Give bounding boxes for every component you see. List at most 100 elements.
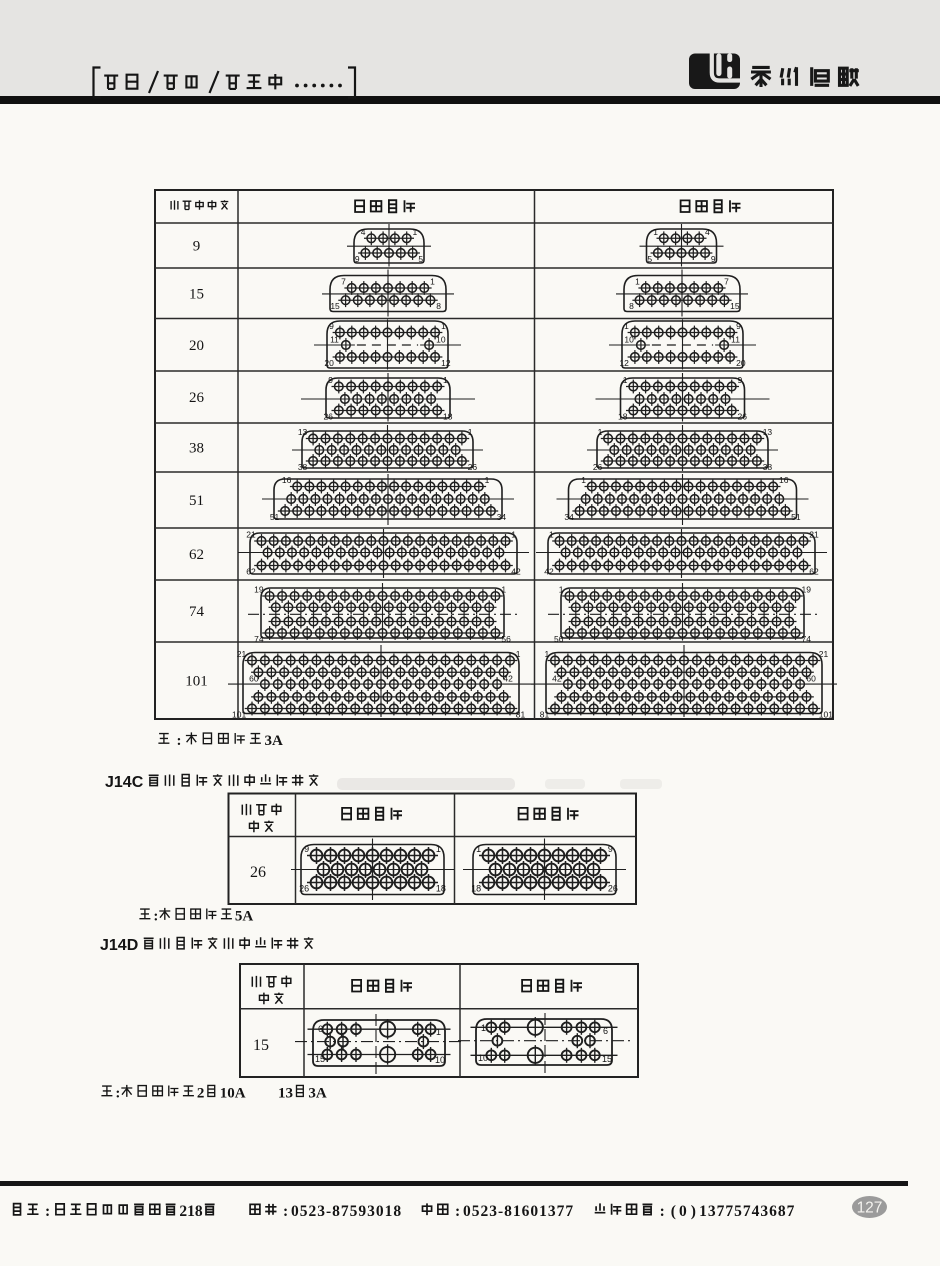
svg-text:74: 74 [189,604,205,620]
svg-text:9: 9 [711,254,716,264]
svg-text:18: 18 [471,884,481,894]
svg-text:11: 11 [330,335,339,345]
svg-text:6: 6 [603,1026,608,1036]
svg-text:60: 60 [249,674,259,684]
svg-text:1: 1 [544,649,549,659]
svg-text:0: 0 [679,1203,688,1220]
svg-text:13775743687: 13775743687 [699,1203,795,1220]
svg-text:81: 81 [540,710,550,720]
svg-text:21: 21 [819,649,829,659]
svg-text:62: 62 [189,547,204,563]
svg-text:3A: 3A [265,733,284,749]
svg-text:12: 12 [441,358,451,368]
svg-text:15: 15 [602,1054,612,1064]
svg-text:J14C: J14C [105,774,144,791]
svg-text:8: 8 [629,301,634,311]
svg-text:26: 26 [324,412,334,422]
svg-text:1: 1 [413,227,418,237]
svg-text:18: 18 [436,884,446,894]
svg-text:1: 1 [635,277,640,287]
svg-text:42: 42 [511,567,521,577]
svg-text::: : [177,733,182,749]
svg-text:6: 6 [318,1024,323,1034]
svg-text:5A: 5A [235,909,254,925]
svg-text:9: 9 [193,239,201,255]
svg-text:J14D: J14D [100,937,138,954]
svg-text:26: 26 [593,462,603,472]
svg-text:19: 19 [254,585,264,595]
svg-text:1: 1 [436,1027,441,1037]
svg-text:15: 15 [315,1054,325,1064]
svg-text:1: 1 [468,427,473,437]
svg-text:19: 19 [802,585,812,595]
svg-text:218: 218 [179,1203,203,1220]
svg-text:1: 1 [653,227,658,237]
svg-text:9: 9 [608,844,613,854]
svg-text:74: 74 [254,634,264,644]
svg-text:26: 26 [738,412,748,422]
svg-text:(: ( [671,1203,676,1220]
svg-text:62: 62 [809,567,819,577]
svg-text:1: 1 [511,530,516,540]
svg-text:15: 15 [253,1037,269,1054]
svg-text:16: 16 [779,475,789,485]
svg-text:26: 26 [250,864,266,881]
svg-text:1: 1 [443,375,448,385]
svg-text:1: 1 [598,427,603,437]
svg-text:18: 18 [443,412,453,422]
svg-text:10: 10 [478,1053,488,1063]
svg-text::: : [660,1203,665,1220]
svg-text::: : [283,1203,288,1220]
svg-text:10: 10 [436,335,446,345]
svg-text:26: 26 [189,390,205,406]
svg-text:1: 1 [436,844,441,854]
svg-text:16: 16 [282,475,292,485]
svg-text:60: 60 [806,674,816,684]
svg-text:81: 81 [516,710,526,720]
svg-text:20: 20 [324,358,334,368]
svg-text:26: 26 [608,884,618,894]
svg-text:1: 1 [441,321,446,331]
svg-text:26: 26 [468,462,478,472]
svg-text:7: 7 [724,277,729,287]
svg-text:20: 20 [736,358,746,368]
svg-text:1: 1 [476,844,481,854]
svg-text:15: 15 [189,286,204,302]
svg-text:9: 9 [329,321,334,331]
svg-text:127: 127 [857,1200,883,1217]
svg-text:0523-87593018: 0523-87593018 [291,1203,402,1220]
svg-text:18: 18 [618,412,628,422]
svg-text:21: 21 [246,530,256,540]
svg-text:51: 51 [189,493,204,509]
svg-text:101: 101 [185,674,208,690]
svg-text:11: 11 [731,335,740,345]
svg-text:): ) [691,1203,696,1220]
svg-text::: : [115,1086,120,1102]
svg-text:1: 1 [501,585,506,595]
svg-text:9: 9 [738,375,743,385]
svg-text:8: 8 [436,301,441,311]
svg-text:15: 15 [730,301,740,311]
svg-text:1: 1 [581,475,586,485]
svg-text:21: 21 [237,649,247,659]
svg-text:1: 1 [481,1023,486,1033]
svg-text:13: 13 [298,427,308,437]
svg-text:1: 1 [549,530,554,540]
svg-text:51: 51 [791,512,801,522]
svg-text:62: 62 [246,567,256,577]
svg-text:5: 5 [418,254,423,264]
svg-text:10: 10 [624,335,634,345]
svg-text:1: 1 [516,649,521,659]
svg-text:9: 9 [736,321,741,331]
svg-text:101: 101 [819,710,833,720]
svg-text:15: 15 [330,301,340,311]
svg-text:10: 10 [435,1055,445,1065]
svg-text:101: 101 [232,710,246,720]
svg-text:38: 38 [763,462,773,472]
svg-text:51: 51 [270,512,280,522]
svg-text:10A: 10A [220,1086,246,1102]
svg-text:1: 1 [485,475,490,485]
svg-text:21: 21 [809,530,819,540]
svg-text:1: 1 [559,585,564,595]
svg-text:38: 38 [189,441,204,457]
